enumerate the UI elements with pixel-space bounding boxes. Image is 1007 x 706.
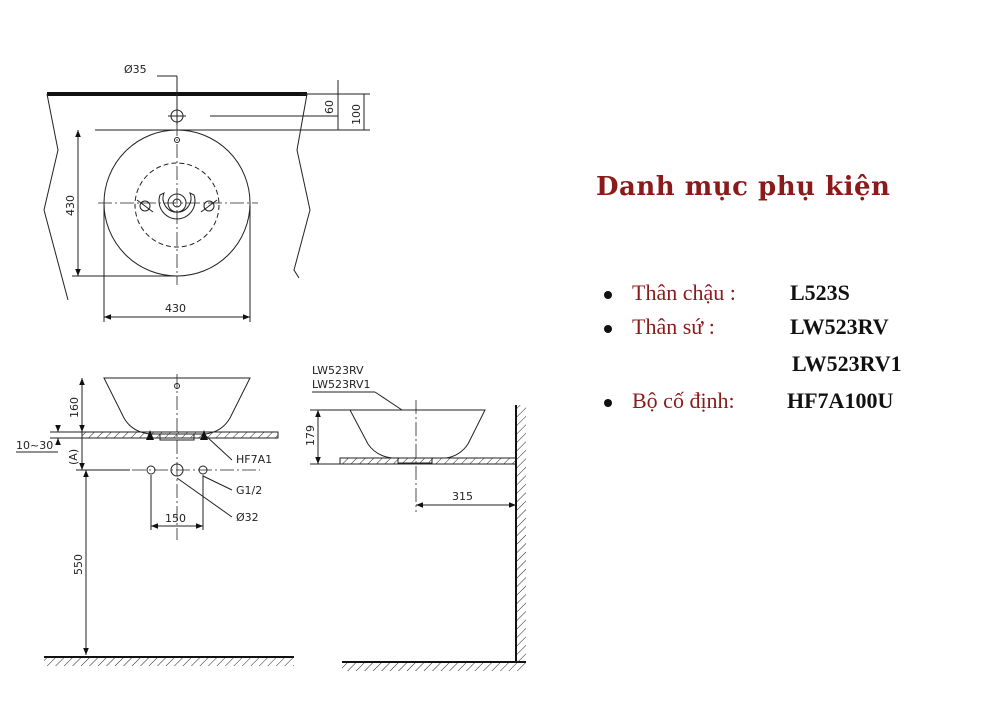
dim-179-label: 179 — [304, 425, 317, 446]
bullet-icon — [604, 291, 612, 299]
model-rv1-label: LW523RV1 — [312, 378, 371, 391]
hf7a1-label: HF7A1 — [236, 453, 272, 466]
accessory-value: LW523RV — [790, 314, 889, 339]
accessory-label: Bộ cố định: — [632, 388, 735, 413]
dim-315-label: 315 — [452, 490, 473, 503]
accessories-list: Thân chậu : L523S Thân sứ : LW523RV LW52… — [604, 280, 994, 422]
dim-a-label: (A) — [67, 449, 80, 465]
accessories-title: Danh mục phụ kiện — [596, 172, 891, 202]
g12-label: G1/2 — [236, 484, 262, 497]
accessory-item-basin-body: Thân chậu : L523S — [604, 280, 994, 314]
accessory-value-secondary: LW523RV1 — [792, 351, 902, 376]
dim-550-label: 550 — [72, 554, 85, 575]
dim-430-vertical-label: 430 — [64, 195, 77, 216]
bullet-icon — [604, 399, 612, 407]
bullet-icon — [604, 325, 612, 333]
accessory-value: HF7A100U — [787, 388, 894, 413]
dim-430-horizontal-label: 430 — [165, 302, 186, 315]
d32-label: Ø32 — [236, 511, 259, 524]
dim-150-label: 150 — [165, 512, 186, 525]
dim-10-30-label: 10~30 — [16, 439, 53, 452]
model-rv-label: LW523RV — [312, 364, 364, 377]
accessories-panel: Danh mục phụ kiện Thân chậu : L523S Thân… — [596, 172, 996, 413]
hole-diameter-label: Ø35 — [124, 63, 147, 76]
top-view: Ø35 60 100 430 430 — [43, 63, 370, 322]
accessory-item-ceramic-body: Thân sứ : LW523RV LW523RV1 — [604, 314, 994, 388]
accessory-label: Thân sứ : — [632, 314, 715, 339]
side-view: LW523RV LW523RV1 179 315 — [304, 364, 526, 671]
accessory-item-fixing-set: Bộ cố định: HF7A100U — [604, 388, 994, 422]
accessory-label: Thân chậu : — [632, 280, 736, 305]
dim-60-label: 60 — [323, 100, 336, 114]
dim-160-label: 160 — [68, 397, 81, 418]
dim-100-label: 100 — [350, 104, 363, 125]
accessory-value: L523S — [790, 280, 850, 305]
front-view: HF7A1 G1/2 Ø32 150 160 10~30 (A) 550 — [16, 374, 294, 666]
